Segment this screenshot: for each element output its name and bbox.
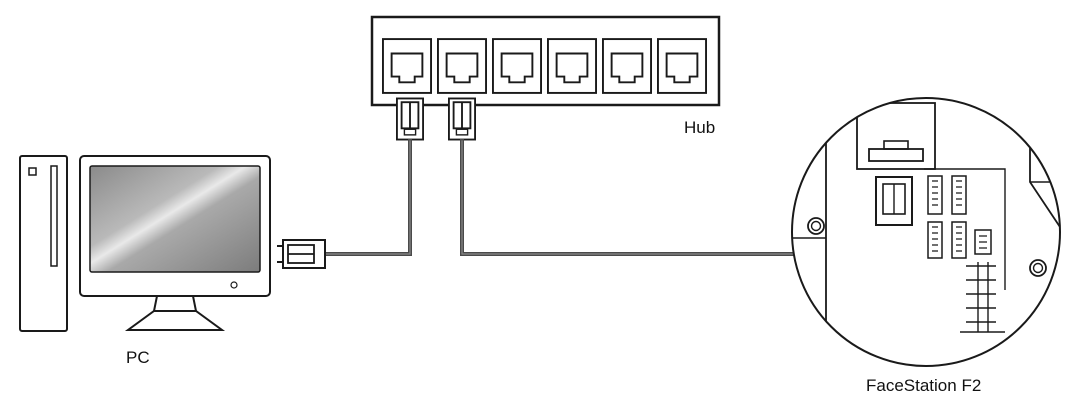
rj45-port-icon (492, 38, 542, 94)
hub (370, 15, 721, 141)
rj45-plug-icon (396, 97, 424, 141)
device-label: FaceStation F2 (866, 376, 982, 395)
pc-tower-icon (19, 155, 68, 332)
rj45-port-icon (657, 38, 707, 94)
pc-rj45-plug (277, 239, 326, 269)
rj45-port-icon (382, 38, 432, 94)
rj45-port-icon (547, 38, 597, 94)
cable-hub-to-pc (324, 139, 412, 256)
cable-hub-to-pc-inner (325, 140, 411, 255)
rj45-port-icon (602, 38, 652, 94)
hub-label: Hub (684, 118, 716, 137)
rj45-plug-icon (448, 97, 476, 141)
rj45-port-icon (437, 38, 487, 94)
magnifier-outline (791, 97, 1061, 367)
pc-label: PC (126, 348, 150, 367)
facestation-f2-device (791, 97, 1061, 367)
monitor-icon (79, 155, 271, 331)
